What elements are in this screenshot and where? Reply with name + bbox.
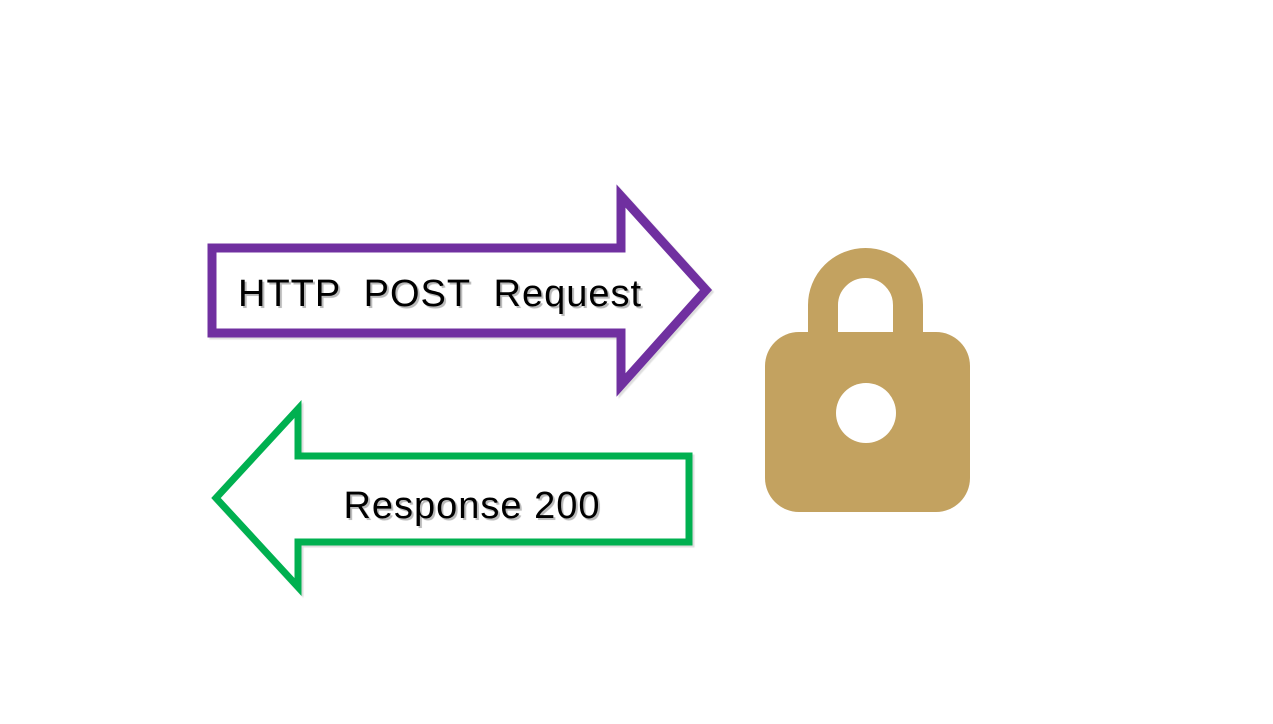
request-arrow bbox=[207, 184, 713, 397]
request-arrow-label: HTTP POST Request bbox=[238, 273, 643, 315]
padlock-icon bbox=[765, 248, 970, 512]
response-arrow bbox=[211, 400, 693, 596]
lock-shackle-icon bbox=[808, 248, 923, 345]
response-arrow-label: Response 200 bbox=[343, 485, 601, 527]
lock-keyhole bbox=[836, 383, 896, 443]
